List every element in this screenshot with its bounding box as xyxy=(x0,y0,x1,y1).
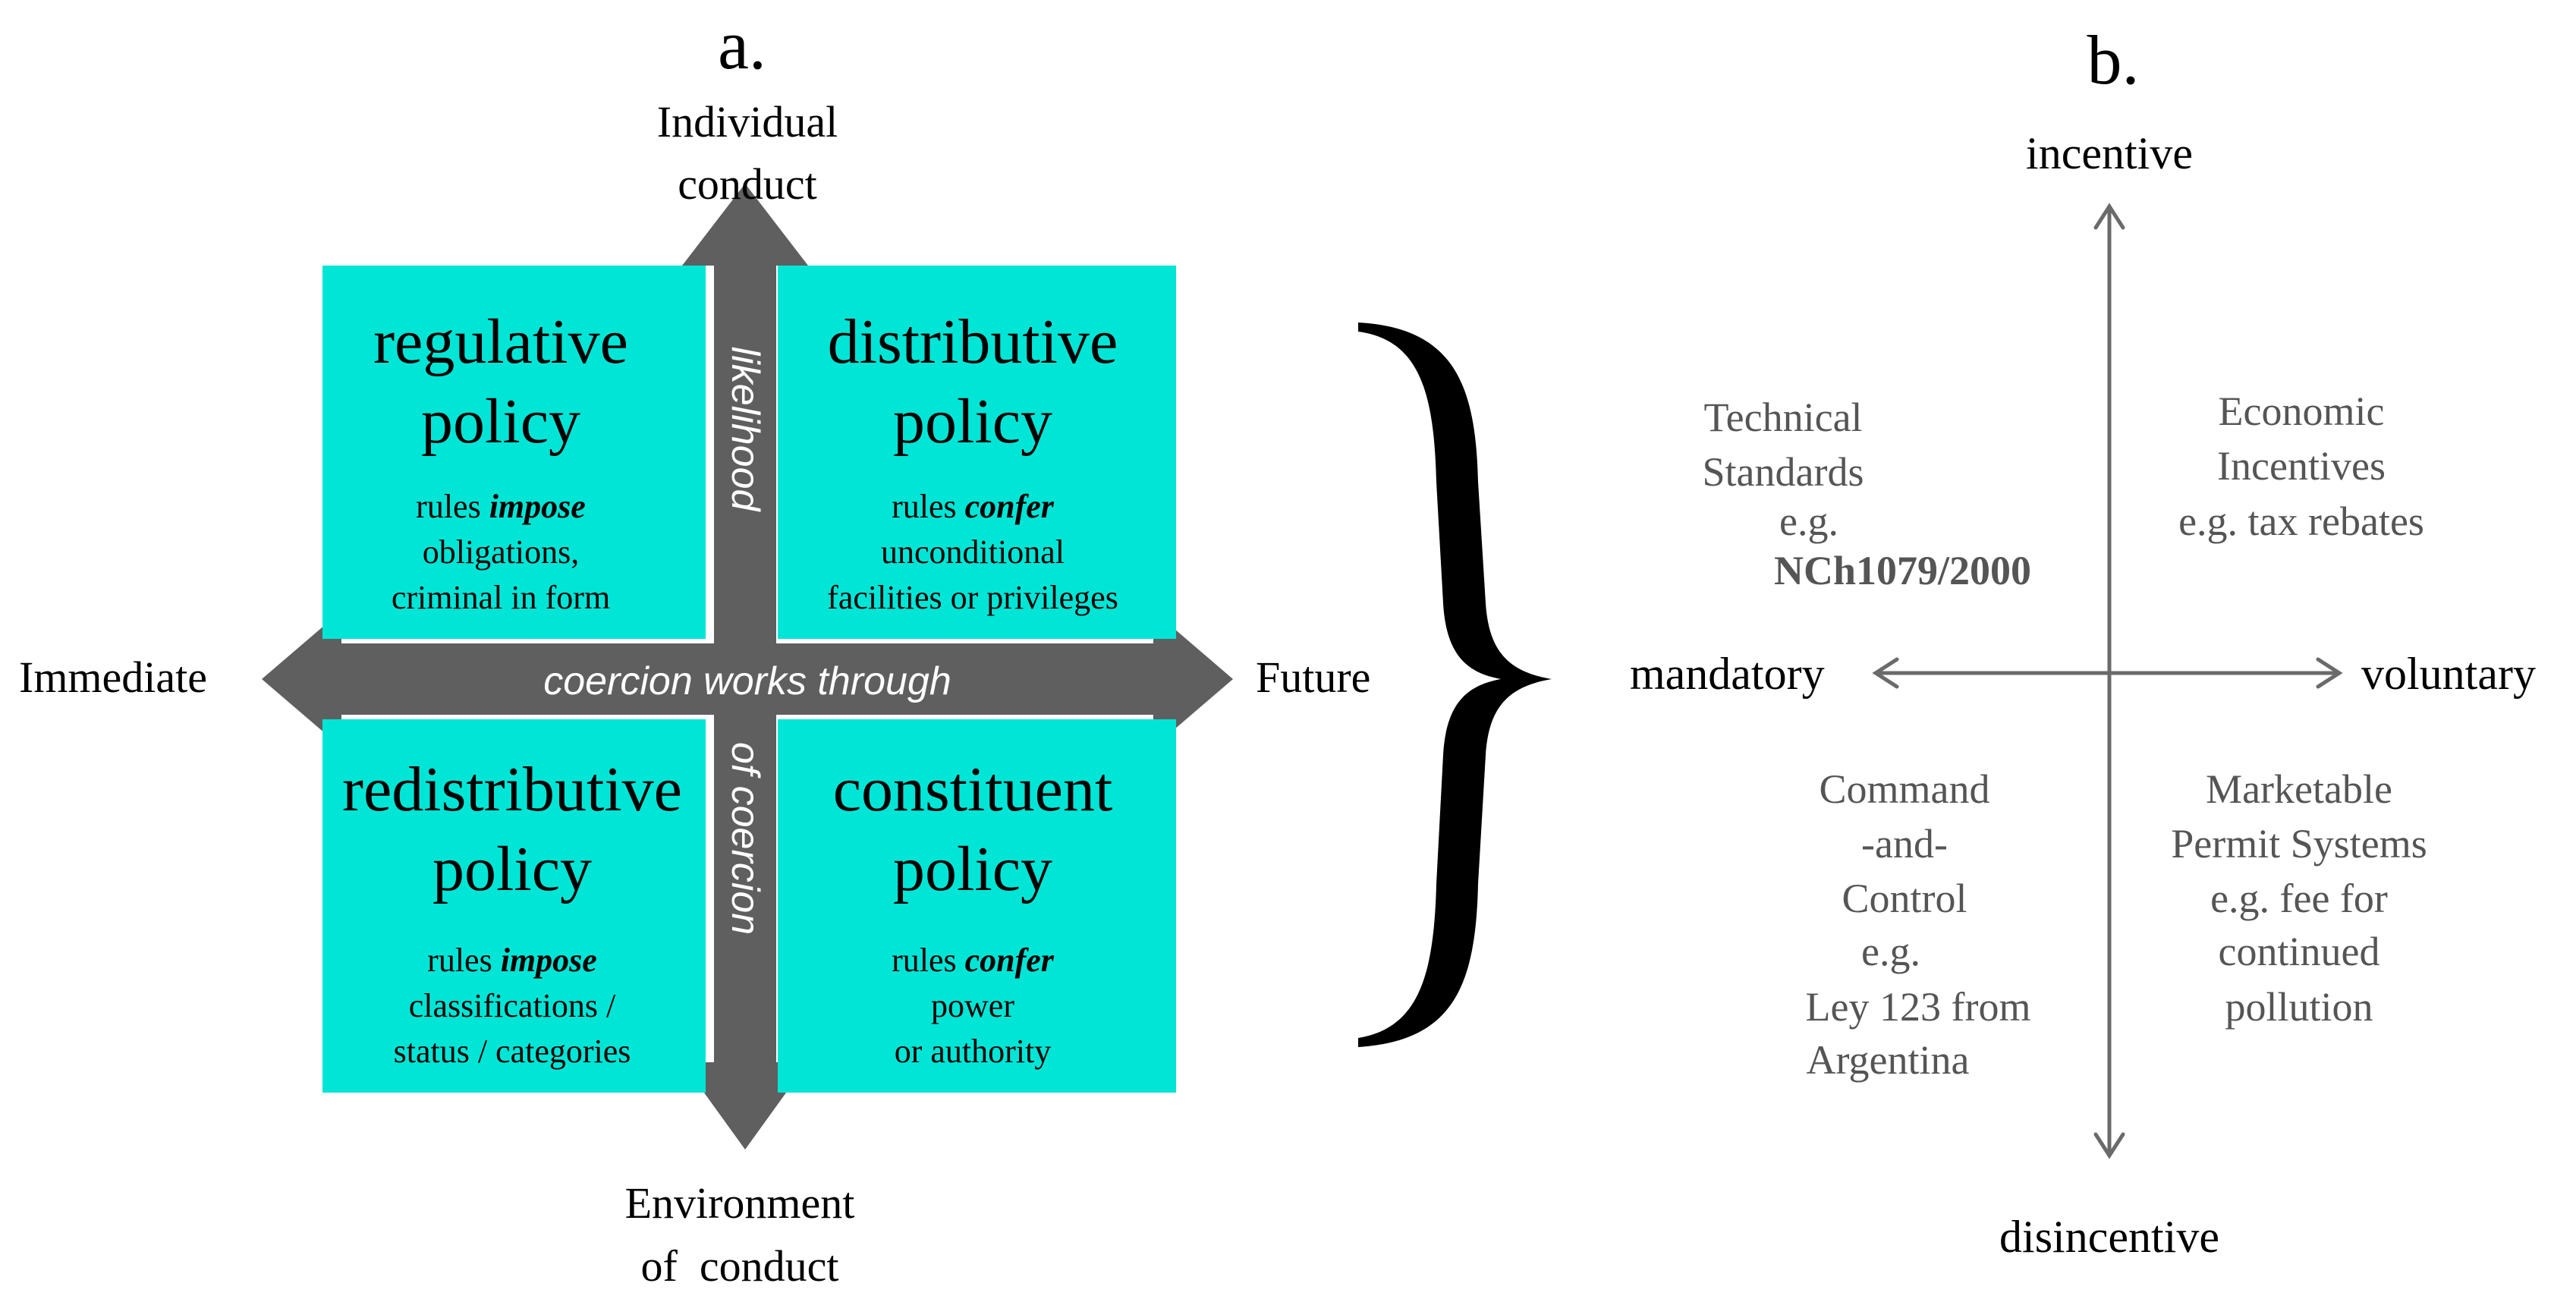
svg-text:rules confer: rules confer xyxy=(892,942,1055,979)
svg-text:policy: policy xyxy=(432,834,592,904)
quadrant-distributive-text: distributive policy rules confer uncondi… xyxy=(827,307,1118,616)
svg-text:classifications /: classifications / xyxy=(409,987,616,1024)
axis-mandatory: mandatory xyxy=(1630,649,1825,699)
svg-text:continued: continued xyxy=(2219,929,2380,974)
svg-text:policy: policy xyxy=(893,386,1052,457)
axis-top-line1: Individual xyxy=(657,97,838,146)
quadrant-marketable-permits: Marketable Permit Systems e.g. fee for c… xyxy=(2171,766,2427,1030)
svg-text:policy: policy xyxy=(421,386,580,457)
vertical-arrow-text-upper: likelihood xyxy=(723,347,767,513)
svg-text:rules confer: rules confer xyxy=(892,488,1055,525)
svg-text:constituent: constituent xyxy=(833,754,1113,825)
svg-text:Marketable: Marketable xyxy=(2206,766,2392,812)
svg-text:distributive: distributive xyxy=(828,307,1118,377)
svg-text:Incentives: Incentives xyxy=(2217,443,2386,489)
svg-text:Permit Systems: Permit Systems xyxy=(2171,821,2427,867)
svg-text:e.g.: e.g. xyxy=(1861,929,1920,974)
svg-text:facilities or privileges: facilities or privileges xyxy=(827,579,1118,616)
axis-bottom-line1: Environment xyxy=(625,1178,855,1228)
svg-text:policy: policy xyxy=(893,834,1052,904)
quadrant-economic-incentives: Economic Incentives e.g. tax rebates xyxy=(2178,388,2424,544)
quadrant-distributive xyxy=(778,266,1176,639)
svg-text:Command: Command xyxy=(1820,766,1990,812)
svg-text:regulative: regulative xyxy=(373,307,628,377)
axis-left: Immediate xyxy=(19,653,207,702)
svg-text:-and-: -and- xyxy=(1861,821,1948,867)
svg-text:rules impose: rules impose xyxy=(416,488,586,525)
svg-text:or authority: or authority xyxy=(895,1033,1052,1070)
svg-text:unconditional: unconditional xyxy=(881,533,1065,571)
panel-a-label: a. xyxy=(718,6,766,83)
quadrant-constituent xyxy=(778,719,1176,1093)
horizontal-arrow-text: coercion works through xyxy=(543,659,951,703)
axis-right: Future xyxy=(1256,653,1370,702)
svg-text:e.g.: e.g. xyxy=(1779,499,1838,544)
svg-text:e.g. fee for: e.g. fee for xyxy=(2210,876,2388,921)
quadrant-technical-standards: Technical Standards e.g. NCh1079/2000 xyxy=(1703,395,2032,593)
svg-text:criminal in form: criminal in form xyxy=(392,579,610,616)
panel-b-axes xyxy=(1872,203,2343,1159)
vertical-arrow-text-lower: of coercion xyxy=(723,742,767,935)
quadrant-regulative xyxy=(322,266,706,639)
svg-text:Control: Control xyxy=(1842,876,1967,921)
axis-top-line2: conduct xyxy=(678,159,817,209)
svg-text:Economic: Economic xyxy=(2219,388,2385,434)
svg-text:power: power xyxy=(931,987,1014,1024)
quadrant-constituent-text: constituent policy rules confer power or… xyxy=(833,754,1113,1070)
svg-text:NCh1079/2000: NCh1079/2000 xyxy=(1774,548,2031,593)
horizontal-arrow xyxy=(262,611,1233,747)
svg-text:redistributive: redistributive xyxy=(342,754,682,825)
axis-bottom-line2: of conduct xyxy=(641,1241,839,1291)
quadrant-redistributive-text: redistributive policy rules impose class… xyxy=(342,754,682,1070)
curly-brace xyxy=(1358,322,1552,1047)
panel-b-label: b. xyxy=(2087,21,2140,99)
svg-text:rules impose: rules impose xyxy=(427,942,597,979)
svg-text:Argentina: Argentina xyxy=(1807,1037,1970,1083)
axis-voluntary: voluntary xyxy=(2361,649,2536,699)
svg-text:Standards: Standards xyxy=(1703,449,1864,495)
svg-text:obligations,: obligations, xyxy=(423,533,580,571)
axis-disincentive: disincentive xyxy=(1999,1212,2219,1262)
quadrant-redistributive xyxy=(322,719,706,1093)
svg-text:status / categories: status / categories xyxy=(394,1033,631,1070)
svg-text:Ley 123 from: Ley 123 from xyxy=(1806,984,2031,1030)
svg-text:e.g. tax rebates: e.g. tax rebates xyxy=(2178,499,2424,544)
axis-incentive: incentive xyxy=(2026,128,2193,178)
quadrant-command-and-control: Command -and- Control e.g. Ley 123 from … xyxy=(1806,766,2031,1083)
svg-text:Technical: Technical xyxy=(1703,395,1862,440)
quadrant-regulative-text: regulative policy rules impose obligatio… xyxy=(373,307,628,616)
svg-text:pollution: pollution xyxy=(2225,984,2373,1030)
